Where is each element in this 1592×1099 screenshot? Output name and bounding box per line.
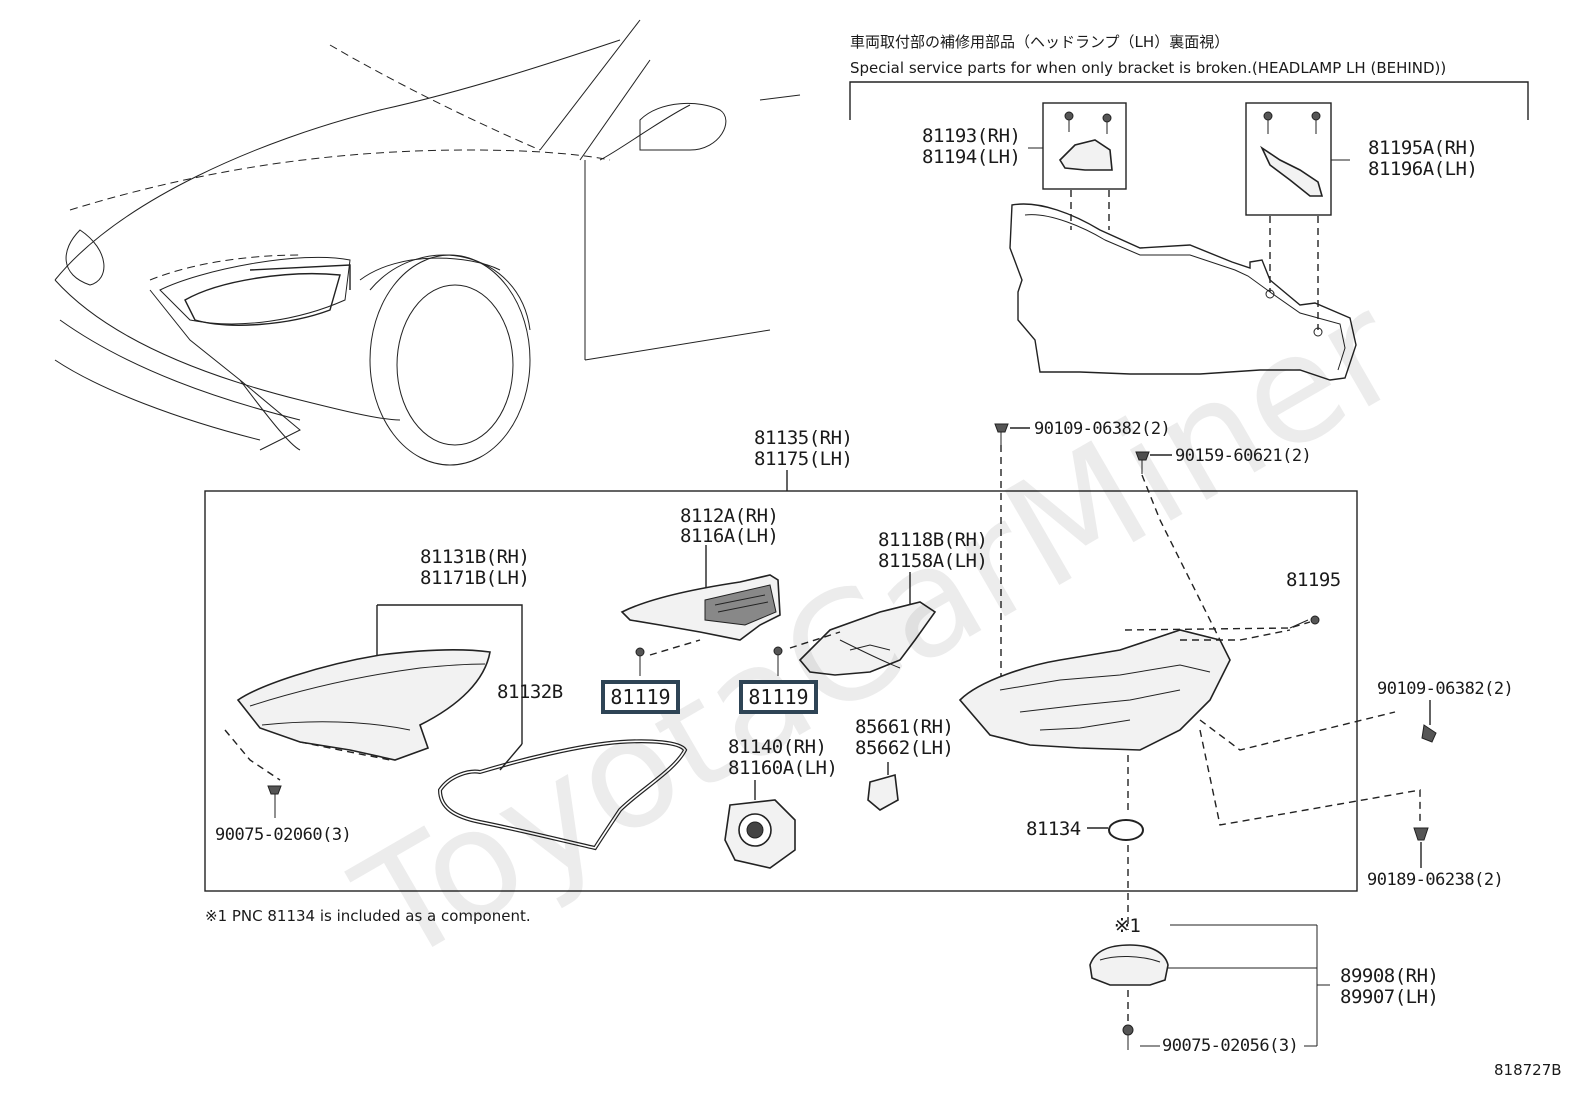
label-89907: 89907(LH) [1340, 986, 1439, 1008]
label-90075-02056: 90075-02056(3) [1162, 1036, 1299, 1056]
label-90075-02060: 90075-02060(3) [215, 825, 352, 845]
label-81195A: 81195A(RH) [1368, 137, 1478, 159]
label-90189: 90189-06238(2) [1367, 870, 1504, 890]
label-81196A: 81196A(LH) [1368, 158, 1478, 180]
label-85662: 85662(LH) [855, 737, 954, 759]
label-81158A: 81158A(LH) [878, 550, 988, 572]
car-front-sketch [54, 19, 801, 466]
gasket-81132B [437, 739, 688, 851]
unit-81140 [724, 780, 796, 869]
housing-body [958, 615, 1421, 930]
highlight-81119-left[interactable]: 81119 [601, 680, 680, 714]
label-81135: 81135(RH) [754, 427, 853, 449]
clip-90189 [1413, 827, 1429, 868]
label-81160A: 81160A(LH) [728, 757, 838, 779]
lens-81131B [224, 604, 523, 818]
label-90159: 90159-60621(2) [1175, 446, 1312, 466]
screw-90159 [1135, 451, 1221, 641]
footnote: ※1 PNC 81134 is included as a component. [205, 907, 531, 925]
label-81140: 81140(RH) [728, 736, 827, 758]
screw-90109-top [994, 423, 1030, 690]
assembly-box [204, 470, 1358, 892]
header-japanese: 車両取付部の補修用部品（ヘッドランプ（LH）裏面視） [850, 33, 1230, 51]
label-81132B: 81132B [497, 681, 563, 703]
service-parts-section [849, 81, 1529, 381]
label-89908: 89908(RH) [1340, 965, 1439, 987]
label-81118B: 81118B(RH) [878, 529, 988, 551]
label-81195: 81195 [1286, 569, 1341, 591]
label-8116A: 8116A(LH) [680, 525, 779, 547]
label-81134: 81134 [1026, 818, 1081, 840]
highlight-81119-right[interactable]: 81119 [739, 680, 818, 714]
screw-90109-right [1421, 700, 1437, 743]
label-81194: 81194(LH) [922, 146, 1021, 168]
label-90109-right: 90109-06382(2) [1377, 679, 1514, 699]
label-81171B: 81171B(LH) [420, 567, 530, 589]
oring-81134 [1087, 819, 1144, 841]
lamp-unit-8112A [620, 545, 781, 676]
unit-85661 [867, 762, 899, 811]
label-81131B: 81131B(RH) [420, 546, 530, 568]
label-85661: 85661(RH) [855, 716, 954, 738]
label-90109-top: 90109-06382(2) [1034, 419, 1171, 439]
unit-81118B [773, 572, 937, 676]
label-8112A: 8112A(RH) [680, 505, 779, 527]
label-81175: 81175(LH) [754, 448, 853, 470]
ballast-89908 [1089, 924, 1330, 1050]
header-english: Special service parts for when only brac… [850, 59, 1447, 77]
label-note-mark: ※1 [1114, 915, 1141, 937]
label-81193: 81193(RH) [922, 125, 1021, 147]
figure-id: 818727B [1494, 1061, 1562, 1079]
